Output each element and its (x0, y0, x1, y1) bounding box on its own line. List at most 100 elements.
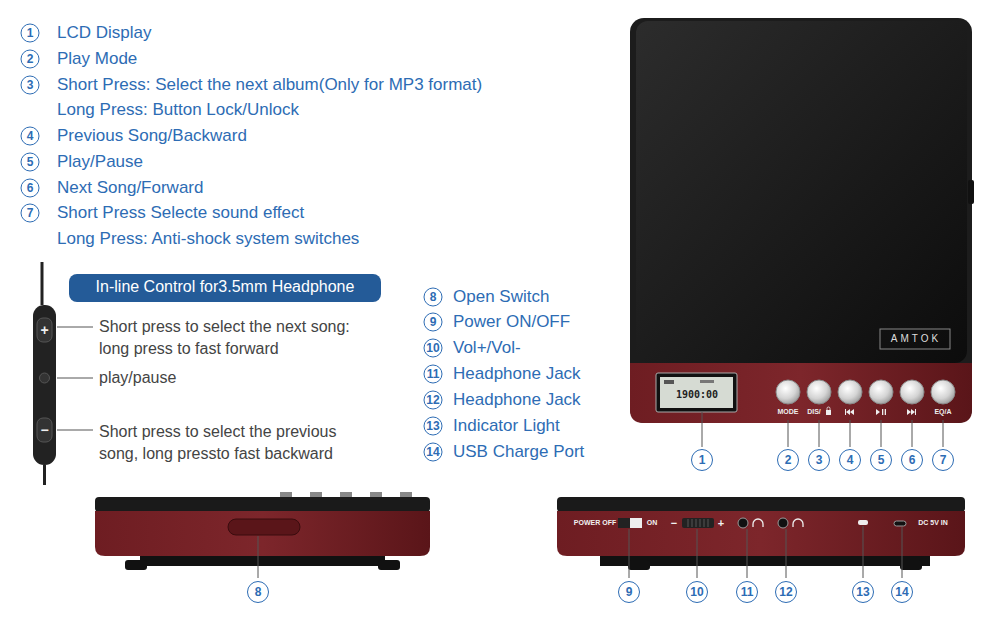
callout-number: 1 (691, 449, 713, 471)
callout-number: 2 (21, 50, 40, 69)
remote-body (33, 305, 56, 465)
part-name: Indicator Light (453, 413, 560, 439)
player-lid (636, 21, 967, 363)
play-pause-icon (876, 409, 886, 415)
front-panel (630, 363, 972, 423)
callout-number: 11 (424, 365, 443, 384)
part-name: Vol+/Vol- (453, 335, 521, 361)
lcd-screen (660, 377, 733, 408)
part-name: Headphone Jack (453, 361, 581, 387)
open-switch (228, 519, 300, 535)
port-label: ON (647, 519, 658, 527)
lcd-icon (700, 380, 714, 383)
callout-number: 10 (424, 339, 443, 358)
cable (41, 262, 44, 305)
callout-number: 8 (247, 581, 269, 603)
button-label: EQ/A (934, 408, 951, 416)
lcd-readout: 1900:00 (676, 389, 718, 401)
headphone-icon (753, 519, 763, 527)
headphone-jack (738, 518, 748, 528)
next-icon (907, 409, 916, 415)
callout-number: 3 (808, 449, 830, 471)
button-icons (826, 407, 916, 415)
player-body (630, 18, 972, 423)
leader-line (629, 526, 902, 578)
lcd-icon (664, 380, 674, 384)
button-label: DIS/ (807, 408, 821, 416)
button (900, 380, 924, 404)
headphone-icon (793, 519, 803, 527)
button (869, 380, 893, 404)
previous-icon (845, 409, 854, 415)
foot (125, 560, 147, 570)
callout-number: 6 (21, 179, 40, 198)
part-name: Long Press: Anti-shock system switches (57, 226, 359, 252)
button (838, 380, 862, 404)
leader-line (702, 412, 943, 447)
part-name: Power ON/OFF (453, 309, 570, 335)
player-front-view (95, 492, 430, 578)
box-heading: In-line Control for3.5mm Headphone (96, 274, 355, 300)
callout-number: 13 (852, 581, 874, 603)
callout-number: 8 (424, 288, 443, 307)
power-switch (618, 518, 642, 528)
button-mark: + (40, 323, 48, 337)
callout-number: 9 (424, 313, 443, 332)
remote-button (37, 418, 52, 442)
foot (900, 560, 922, 570)
button (931, 380, 955, 404)
button (776, 380, 800, 404)
port-label: DC 5V IN (918, 519, 948, 527)
callout-number: 3 (21, 76, 40, 95)
part-name: Play Mode (57, 46, 137, 72)
brand-name: AMTOK (891, 333, 941, 345)
button (807, 380, 831, 404)
button-mark: − (40, 423, 48, 437)
control-note: Short press to select the previous song,… (99, 421, 371, 465)
leader-line (258, 536, 259, 578)
part-name: Headphone Jack (453, 387, 581, 413)
callout-number: 13 (424, 417, 443, 436)
remote-button (40, 373, 50, 383)
callout-number: 6 (901, 449, 923, 471)
control-note: Short press to select the next song: lon… (99, 316, 371, 360)
side-panel (557, 511, 965, 556)
foot (628, 560, 650, 570)
callout-number: 12 (424, 391, 443, 410)
usb-port (894, 521, 906, 526)
callout-number: 5 (21, 153, 40, 172)
lid-edge (557, 497, 965, 512)
callout-number: 7 (21, 204, 40, 223)
power-switch-knob (618, 518, 630, 528)
port-label: + (718, 518, 724, 529)
part-name: Short Press: Select the next album(Only … (57, 72, 482, 98)
indicator-light (858, 520, 868, 525)
port-label: POWER OFF (574, 519, 616, 527)
player-right-view (557, 497, 965, 578)
part-name: USB Charge Port (453, 439, 584, 465)
callout-number: 1 (21, 24, 40, 43)
callout-number: 14 (891, 581, 913, 603)
part-name: Play/Pause (57, 149, 143, 175)
port-label: − (671, 518, 677, 529)
part-name: Previous Song/Backward (57, 123, 247, 149)
headphone-jack (778, 518, 788, 528)
lock-icon (827, 407, 830, 410)
base (140, 556, 385, 566)
lcd-frame (656, 373, 737, 412)
remote-button (37, 318, 52, 342)
brand-frame (880, 329, 950, 349)
buttons (776, 380, 955, 404)
callout-number: 5 (870, 449, 892, 471)
lock-icon (826, 410, 831, 415)
side-knob (968, 180, 974, 204)
callout-number: 9 (618, 581, 640, 603)
player-top-view (630, 18, 974, 447)
part-name: Long Press: Button Lock/Unlock (57, 97, 299, 123)
callout-number: 11 (736, 581, 758, 603)
leader-line (57, 327, 93, 430)
cable (43, 465, 46, 485)
part-name: LCD Display (57, 20, 151, 46)
callout-number: 4 (839, 449, 861, 471)
lid-edge (95, 497, 430, 512)
